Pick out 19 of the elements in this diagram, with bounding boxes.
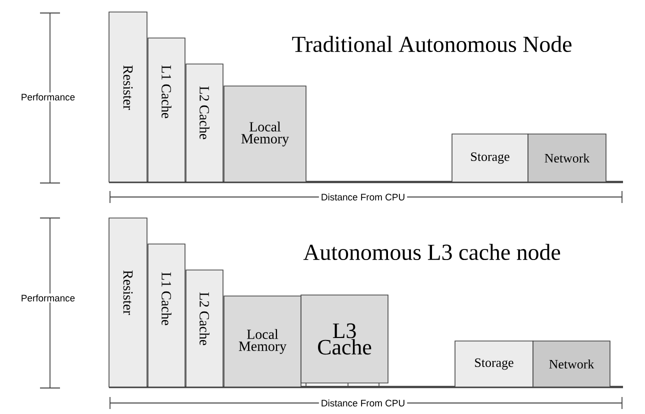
memory-bar: Local Memory bbox=[224, 86, 306, 182]
memory-bar: Resister bbox=[108, 218, 148, 388]
memory-bar: Local Memory bbox=[224, 296, 302, 388]
axis-label: Performance bbox=[20, 92, 76, 102]
memory-bar: Storage bbox=[454, 340, 534, 388]
panel-title: Traditional Autonomous Node bbox=[292, 36, 572, 52]
memory-bar: Network bbox=[528, 134, 606, 182]
axis-label: Distance From CPU bbox=[318, 192, 408, 202]
axis-label: Distance From CPU bbox=[318, 398, 408, 408]
memory-bar: L2 Cache bbox=[186, 64, 224, 182]
memory-bar: Network bbox=[532, 340, 610, 388]
panel-title: Autonomous L3 cache node bbox=[303, 244, 560, 260]
memory-bar: L1 Cache bbox=[148, 244, 186, 388]
memory-bar: L3 Cache bbox=[300, 294, 388, 384]
memory-bar: Resister bbox=[108, 12, 148, 182]
memory-bar: L1 Cache bbox=[148, 38, 186, 182]
memory-bar: L2 Cache bbox=[186, 270, 224, 388]
memory-bar: Storage bbox=[452, 134, 528, 182]
axis-label: Performance bbox=[20, 294, 76, 302]
